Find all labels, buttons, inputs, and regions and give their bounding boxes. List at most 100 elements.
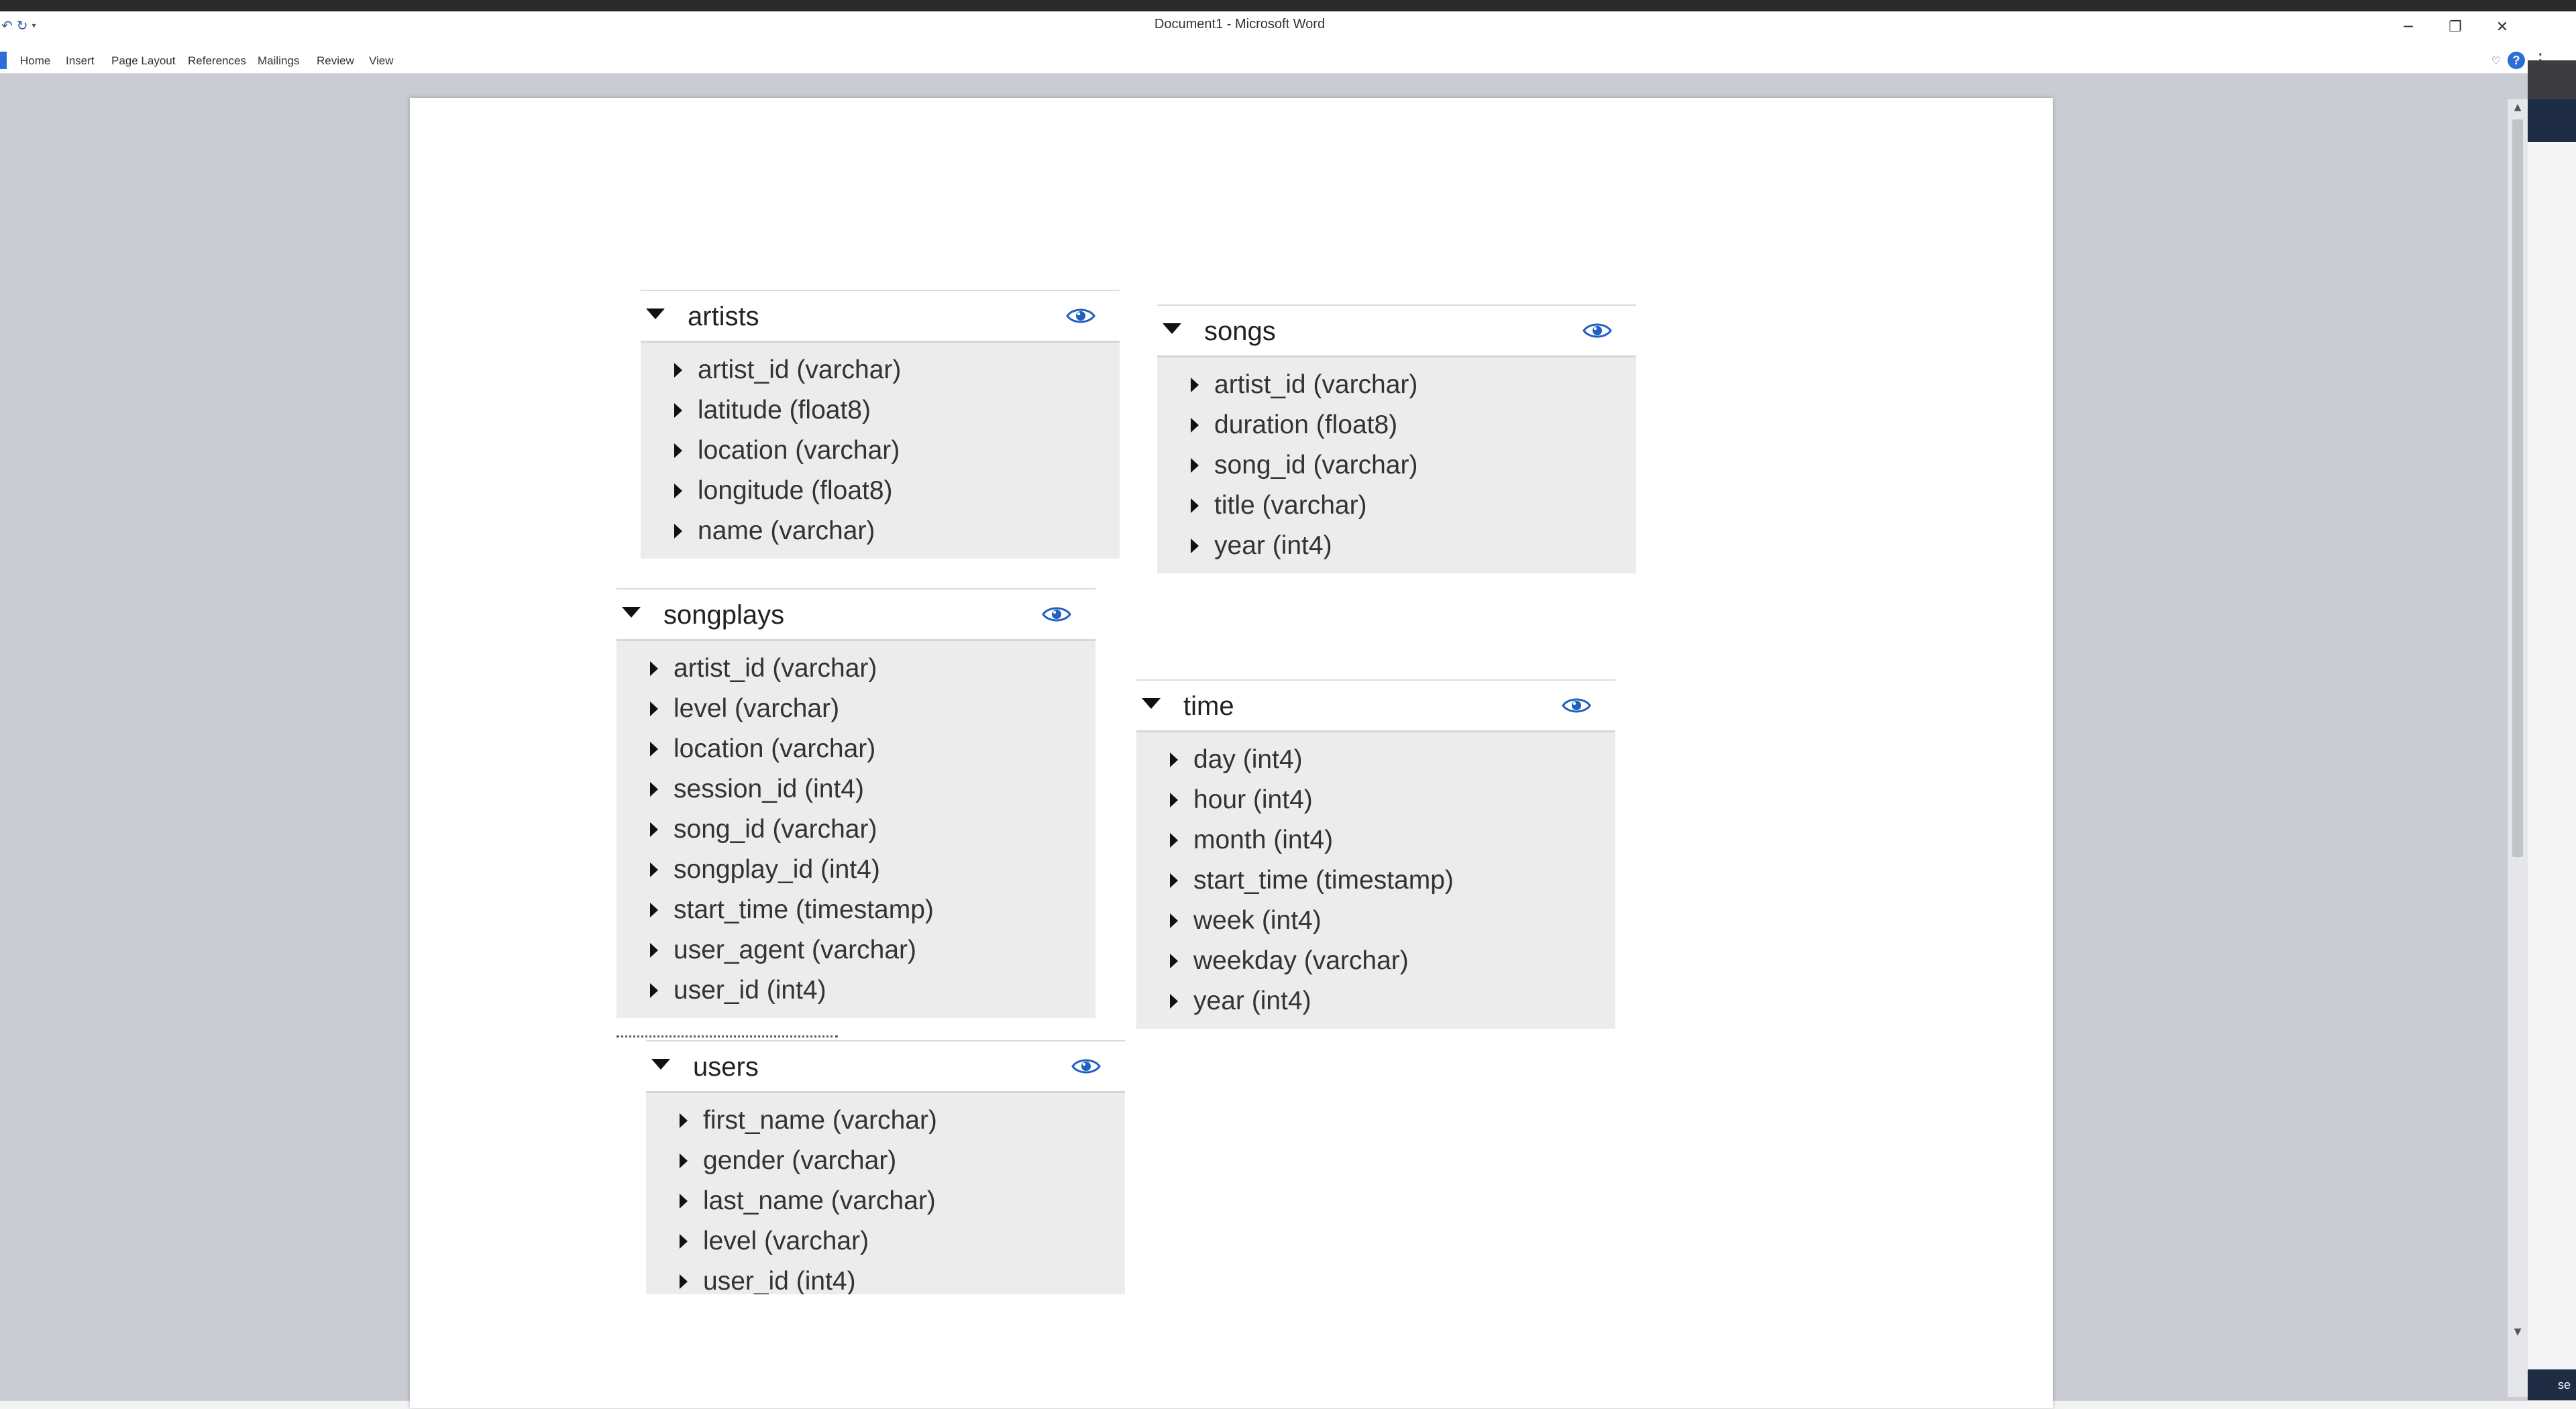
list-item[interactable]: song_id (varchar) xyxy=(616,809,1095,849)
expand-caret-icon[interactable] xyxy=(650,742,658,756)
tab-view[interactable]: View xyxy=(369,54,394,67)
expand-caret-icon[interactable] xyxy=(674,484,682,498)
eye-icon[interactable] xyxy=(1042,605,1071,624)
expand-caret-icon[interactable] xyxy=(1170,954,1178,968)
expand-caret-icon[interactable] xyxy=(1191,498,1199,513)
expand-caret-icon[interactable] xyxy=(650,701,658,716)
list-item[interactable]: week (int4) xyxy=(1136,900,1615,940)
tab-references[interactable]: References xyxy=(188,54,246,67)
expand-caret-icon[interactable] xyxy=(1170,752,1178,767)
list-item[interactable]: latitude (float8) xyxy=(641,390,1120,430)
collapse-ribbon-icon[interactable]: ♡ xyxy=(2491,54,2501,67)
list-item[interactable]: location (varchar) xyxy=(641,430,1120,470)
collapse-triangle-icon[interactable] xyxy=(1142,698,1161,709)
list-item[interactable]: user_agent (varchar) xyxy=(616,929,1095,970)
list-item[interactable]: user_id (int4) xyxy=(616,970,1095,1010)
list-item[interactable]: gender (varchar) xyxy=(646,1140,1125,1180)
expand-caret-icon[interactable] xyxy=(650,903,658,917)
vertical-scrollbar[interactable]: ▲ ▼ xyxy=(2508,99,2528,1397)
expand-caret-icon[interactable] xyxy=(1191,378,1199,392)
eye-icon[interactable] xyxy=(1582,321,1612,340)
side-pane-button[interactable]: se xyxy=(2528,1369,2576,1400)
list-item[interactable]: last_name (varchar) xyxy=(646,1180,1125,1221)
list-item[interactable]: session_id (int4) xyxy=(616,769,1095,809)
expand-caret-icon[interactable] xyxy=(674,403,682,418)
list-item[interactable]: user_id (int4) xyxy=(646,1261,1125,1294)
list-item[interactable]: year (int4) xyxy=(1136,980,1615,1021)
list-item[interactable]: artist_id (varchar) xyxy=(641,349,1120,390)
minimize-button[interactable]: ─ xyxy=(2404,19,2413,36)
undo-icon[interactable]: ↶ xyxy=(1,17,13,34)
scroll-up-icon[interactable]: ▲ xyxy=(2514,102,2522,113)
expand-caret-icon[interactable] xyxy=(650,983,658,998)
expand-caret-icon[interactable] xyxy=(680,1153,688,1168)
list-item[interactable]: year (int4) xyxy=(1157,525,1636,565)
list-item[interactable]: hour (int4) xyxy=(1136,779,1615,820)
expand-caret-icon[interactable] xyxy=(680,1274,688,1289)
expand-caret-icon[interactable] xyxy=(674,363,682,378)
eye-icon[interactable] xyxy=(1066,306,1095,325)
help-icon[interactable]: ? xyxy=(2508,52,2525,69)
customize-toolbar-chevron-icon[interactable]: ▾ xyxy=(32,21,36,30)
column-label: start_time (timestamp) xyxy=(674,895,934,924)
expand-caret-icon[interactable] xyxy=(650,862,658,877)
eye-icon[interactable] xyxy=(1071,1057,1101,1076)
table-users: users first_name (varchar) gender (varch… xyxy=(646,1040,1125,1294)
list-item[interactable]: artist_id (varchar) xyxy=(1157,364,1636,404)
expand-caret-icon[interactable] xyxy=(1170,873,1178,888)
list-item[interactable]: longitude (float8) xyxy=(641,470,1120,510)
expand-caret-icon[interactable] xyxy=(1170,793,1178,807)
tab-insert[interactable]: Insert xyxy=(66,54,95,67)
list-item[interactable]: first_name (varchar) xyxy=(646,1100,1125,1140)
expand-caret-icon[interactable] xyxy=(674,443,682,458)
expand-caret-icon[interactable] xyxy=(680,1234,688,1249)
collapse-triangle-icon[interactable] xyxy=(1163,323,1181,334)
list-item[interactable]: songplay_id (int4) xyxy=(616,849,1095,889)
scrollbar-thumb[interactable] xyxy=(2512,119,2523,857)
column-label: month (int4) xyxy=(1193,826,1334,854)
close-button[interactable]: ✕ xyxy=(2496,19,2509,36)
list-item[interactable]: weekday (varchar) xyxy=(1136,940,1615,980)
collapse-triangle-icon[interactable] xyxy=(651,1059,670,1070)
collapse-triangle-icon[interactable] xyxy=(646,308,665,319)
side-pane-header xyxy=(2528,60,2576,99)
tab-review[interactable]: Review xyxy=(317,54,354,67)
expand-caret-icon[interactable] xyxy=(650,822,658,837)
side-pane-tab[interactable] xyxy=(2528,99,2576,142)
eye-icon[interactable] xyxy=(1562,696,1591,715)
expand-caret-icon[interactable] xyxy=(680,1113,688,1128)
expand-caret-icon[interactable] xyxy=(1191,458,1199,473)
column-label: gender (varchar) xyxy=(703,1146,897,1175)
list-item[interactable]: location (varchar) xyxy=(616,728,1095,769)
scroll-down-icon[interactable]: ▼ xyxy=(2514,1327,2522,1337)
expand-caret-icon[interactable] xyxy=(1170,833,1178,848)
expand-caret-icon[interactable] xyxy=(1191,539,1199,553)
redo-icon[interactable]: ↻ xyxy=(16,17,28,34)
expand-caret-icon[interactable] xyxy=(650,782,658,797)
collapse-triangle-icon[interactable] xyxy=(622,607,641,618)
expand-caret-icon[interactable] xyxy=(1170,913,1178,928)
expand-caret-icon[interactable] xyxy=(1170,994,1178,1009)
expand-caret-icon[interactable] xyxy=(680,1194,688,1208)
list-item[interactable]: start_time (timestamp) xyxy=(1136,860,1615,900)
list-item[interactable]: artist_id (varchar) xyxy=(616,648,1095,688)
list-item[interactable]: start_time (timestamp) xyxy=(616,889,1095,929)
tab-mailings[interactable]: Mailings xyxy=(258,54,300,67)
tab-home[interactable]: Home xyxy=(20,54,51,67)
tab-page-layout[interactable]: Page Layout xyxy=(111,54,176,67)
table-name: time xyxy=(1183,691,1234,721)
expand-caret-icon[interactable] xyxy=(650,943,658,958)
list-item[interactable]: duration (float8) xyxy=(1157,404,1636,445)
expand-caret-icon[interactable] xyxy=(650,661,658,676)
list-item[interactable]: day (int4) xyxy=(1136,739,1615,779)
list-item[interactable]: title (varchar) xyxy=(1157,485,1636,525)
list-item[interactable]: month (int4) xyxy=(1136,820,1615,860)
list-item[interactable]: level (varchar) xyxy=(646,1221,1125,1261)
list-item[interactable]: name (varchar) xyxy=(641,510,1120,551)
list-item[interactable]: song_id (varchar) xyxy=(1157,445,1636,485)
file-tab-accent[interactable] xyxy=(0,52,7,69)
expand-caret-icon[interactable] xyxy=(674,524,682,539)
expand-caret-icon[interactable] xyxy=(1191,418,1199,433)
restore-button[interactable]: ❐ xyxy=(2449,19,2462,36)
list-item[interactable]: level (varchar) xyxy=(616,688,1095,728)
